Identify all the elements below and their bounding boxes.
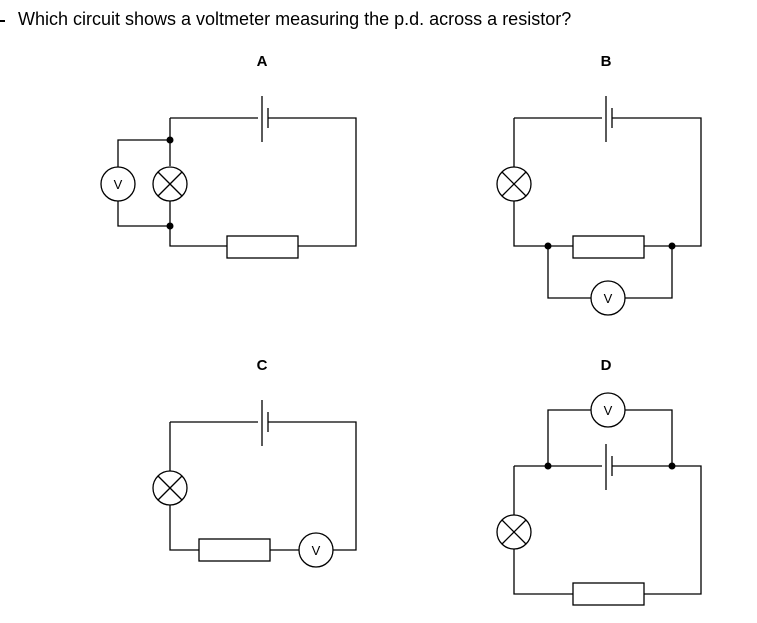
circuit-d-junction — [544, 462, 552, 470]
circuit-a-meter-wires — [117, 139, 170, 227]
question-text: Which circuit shows a voltmeter measurin… — [18, 9, 572, 29]
circuit-c-cell — [261, 400, 269, 446]
circuit-a-lamp — [152, 166, 188, 202]
circuit-b-lamp — [496, 166, 532, 202]
circuit-c-resistor — [198, 538, 271, 562]
question-marker — [0, 20, 5, 22]
option-label-c: C — [256, 357, 268, 374]
circuit-c-voltmeter: V — [298, 532, 334, 568]
circuit-c-voltmeter-label: V — [312, 543, 321, 558]
circuit-d-wires — [513, 465, 702, 595]
option-label-b: B — [600, 53, 612, 70]
circuit-b-meter-wires — [547, 246, 673, 299]
circuit-a-cell — [261, 96, 269, 142]
circuit-c-lamp — [152, 470, 188, 506]
circuit-c: V — [152, 400, 357, 568]
circuit-b-junction — [544, 242, 552, 250]
circuit-a-wires — [169, 117, 357, 247]
circuit-a-voltmeter-label: V — [114, 177, 123, 192]
circuit-a-resistor — [226, 235, 299, 259]
circuit-d: V — [496, 392, 702, 606]
circuit-d-lamp — [496, 514, 532, 550]
circuit-b-wires — [513, 117, 702, 247]
circuit-a-voltmeter: V — [100, 166, 136, 202]
circuit-d-junction — [668, 462, 676, 470]
circuit-a-junction — [166, 136, 174, 144]
circuit-d-meter-wires — [547, 409, 673, 466]
circuit-b-junction — [668, 242, 676, 250]
circuit-c-wires — [169, 421, 357, 551]
circuit-d-voltmeter: V — [590, 392, 626, 428]
circuit-a: V — [100, 96, 357, 259]
circuit-b-cell — [605, 96, 613, 142]
circuit-b-resistor — [572, 235, 645, 259]
option-label-d: D — [600, 357, 612, 374]
circuit-d-cell — [605, 444, 613, 490]
circuit-d-resistor — [572, 582, 645, 606]
circuit-a-junction — [166, 222, 174, 230]
circuit-b-voltmeter-label: V — [604, 291, 613, 306]
option-label-a: A — [256, 53, 268, 70]
circuit-d-voltmeter-label: V — [604, 403, 613, 418]
circuit-b-voltmeter: V — [590, 280, 626, 316]
circuit-b: V — [496, 96, 702, 316]
